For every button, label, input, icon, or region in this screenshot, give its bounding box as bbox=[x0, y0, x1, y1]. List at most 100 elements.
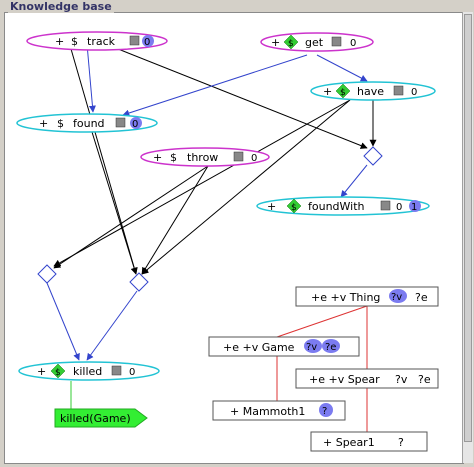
hierarchy-links bbox=[276, 305, 368, 432]
rule-sign-killed: $ bbox=[55, 368, 61, 378]
edge-right-junction-to-killed bbox=[86, 290, 138, 361]
type-label-game: +e +v Game bbox=[223, 341, 295, 354]
diagram-svg: + $ track 0 + $ get 0 + $ h bbox=[16, 31, 439, 452]
rule-sign-get: $ bbox=[288, 39, 294, 49]
rule-name-track: track bbox=[87, 35, 116, 48]
rule-node-killed[interactable]: + $ killed 0 bbox=[18, 361, 160, 381]
rule-count-get: 0 bbox=[350, 38, 356, 49]
edge-left-junction-to-killed bbox=[46, 282, 80, 361]
edge-track-to-killed-junction-left bbox=[68, 41, 138, 275]
rule-name-have: have bbox=[357, 85, 384, 98]
rule-plus-foundwith: + bbox=[267, 200, 276, 213]
diagram-canvas[interactable]: + $ track 0 + $ get 0 + $ h bbox=[4, 12, 464, 464]
rule-name-killed: killed bbox=[73, 365, 102, 378]
condition-arrows bbox=[53, 41, 377, 275]
type-extra-game: ?e bbox=[325, 342, 336, 353]
link-thing-to-game bbox=[276, 305, 368, 338]
variable-badge bbox=[389, 289, 407, 303]
panel-title: Knowledge base bbox=[8, 0, 114, 13]
type-badge-spear1: ? bbox=[398, 436, 404, 449]
rule-node-found[interactable]: + $ found 0 bbox=[16, 113, 158, 133]
junctions bbox=[37, 146, 383, 292]
rule-sign-throw: $ bbox=[170, 151, 177, 164]
rule-node-have[interactable]: + $ have 0 bbox=[310, 81, 436, 101]
green-diamond-icon bbox=[283, 34, 299, 50]
junction-left[interactable] bbox=[37, 264, 57, 284]
type-badge-spear: ?v bbox=[395, 373, 408, 386]
edge-have-to-right-junction bbox=[141, 99, 351, 275]
rule-plus-killed: + bbox=[37, 365, 46, 378]
rule-name-found: found bbox=[73, 117, 105, 130]
rule-count-found: 0 bbox=[132, 119, 138, 130]
rule-sign-have: $ bbox=[340, 88, 346, 98]
type-node-game[interactable]: +e +v Game ?v ?e bbox=[208, 336, 360, 357]
edge-track-to-found bbox=[86, 43, 96, 113]
lock-icon bbox=[115, 117, 126, 128]
lock-icon bbox=[380, 200, 391, 211]
count-badge bbox=[142, 35, 154, 47]
lock-icon bbox=[111, 365, 122, 376]
rule-name-throw: throw bbox=[187, 151, 218, 164]
rule-name-foundwith: foundWith bbox=[308, 200, 365, 213]
rule-node-throw[interactable]: + $ throw 0 bbox=[140, 147, 270, 167]
junction-right[interactable] bbox=[129, 272, 149, 292]
rule-sign-foundwith: $ bbox=[291, 203, 297, 213]
edge-get-to-have bbox=[316, 54, 368, 82]
type-node-spear[interactable]: +e +v Spear ?v ?e bbox=[295, 368, 439, 389]
production-arrows bbox=[46, 43, 368, 361]
count-badge bbox=[130, 117, 142, 129]
rule-count-throw: 0 bbox=[251, 153, 257, 164]
junction-top[interactable] bbox=[363, 146, 383, 166]
type-label-mammoth: + Mammoth1 bbox=[230, 405, 305, 418]
rule-count-track: 0 bbox=[144, 37, 150, 48]
rule-plus-have: + bbox=[323, 85, 332, 98]
type-node-thing[interactable]: +e +v Thing ?v ?e bbox=[295, 286, 439, 307]
rule-plus-found: + bbox=[39, 117, 48, 130]
type-extra-thing: ?e bbox=[415, 291, 428, 304]
rule-plus-track: + bbox=[55, 35, 64, 48]
green-diamond-icon bbox=[50, 363, 66, 379]
scrollbar-thumb[interactable] bbox=[464, 14, 472, 442]
rule-node-track[interactable]: + $ track 0 bbox=[26, 31, 168, 51]
type-badge-game: ?v bbox=[306, 342, 317, 353]
rule-badge-foundwith: 1 bbox=[411, 202, 417, 213]
vertical-scrollbar[interactable] bbox=[462, 12, 473, 463]
variable-badge bbox=[304, 339, 322, 353]
type-badge-thing: ?v bbox=[391, 292, 402, 303]
edge-throw-to-left-junction bbox=[53, 165, 209, 269]
edge-track-to-have-junction bbox=[102, 42, 368, 149]
action-node[interactable]: killed(Game) bbox=[54, 408, 148, 428]
activation-badge bbox=[409, 200, 421, 212]
action-label: killed(Game) bbox=[60, 412, 131, 425]
green-diamond-icon bbox=[286, 198, 302, 214]
type-label-thing: +e +v Thing bbox=[311, 291, 380, 304]
rule-node-get[interactable]: + $ get 0 bbox=[260, 32, 374, 52]
type-label-spear: +e +v Spear bbox=[309, 373, 380, 386]
rule-plus-throw: + bbox=[153, 151, 162, 164]
rule-count-killed: 0 bbox=[129, 367, 135, 378]
rule-name-get: get bbox=[305, 36, 324, 49]
type-badge-mammoth: ? bbox=[322, 406, 327, 417]
type-node-spear1[interactable]: + Spear1 ? bbox=[310, 431, 428, 452]
variable-badge bbox=[319, 403, 333, 417]
lock-icon bbox=[129, 35, 140, 46]
type-node-mammoth[interactable]: + Mammoth1 ? bbox=[212, 400, 346, 421]
type-label-spear1: + Spear1 bbox=[323, 436, 375, 449]
lock-icon bbox=[331, 36, 342, 47]
edge-found-to-killed-junction-right bbox=[91, 131, 138, 275]
lock-icon bbox=[233, 151, 244, 162]
edge-junction-to-foundwith bbox=[340, 164, 368, 198]
rule-count-have: 0 bbox=[411, 87, 417, 98]
type-extra-spear: ?e bbox=[418, 373, 431, 386]
lock-icon bbox=[393, 85, 404, 96]
edge-get-to-found bbox=[122, 54, 308, 117]
rule-sign-found: $ bbox=[57, 117, 64, 130]
rule-node-foundwith[interactable]: + $ foundWith 0 1 bbox=[256, 196, 430, 216]
rule-plus-get: + bbox=[271, 36, 280, 49]
variable-badge bbox=[322, 339, 340, 353]
rule-sign-track: $ bbox=[71, 35, 78, 48]
rule-count-foundwith: 0 bbox=[396, 202, 402, 213]
edge-have-to-left-junction bbox=[53, 99, 351, 267]
green-diamond-icon bbox=[335, 83, 351, 99]
